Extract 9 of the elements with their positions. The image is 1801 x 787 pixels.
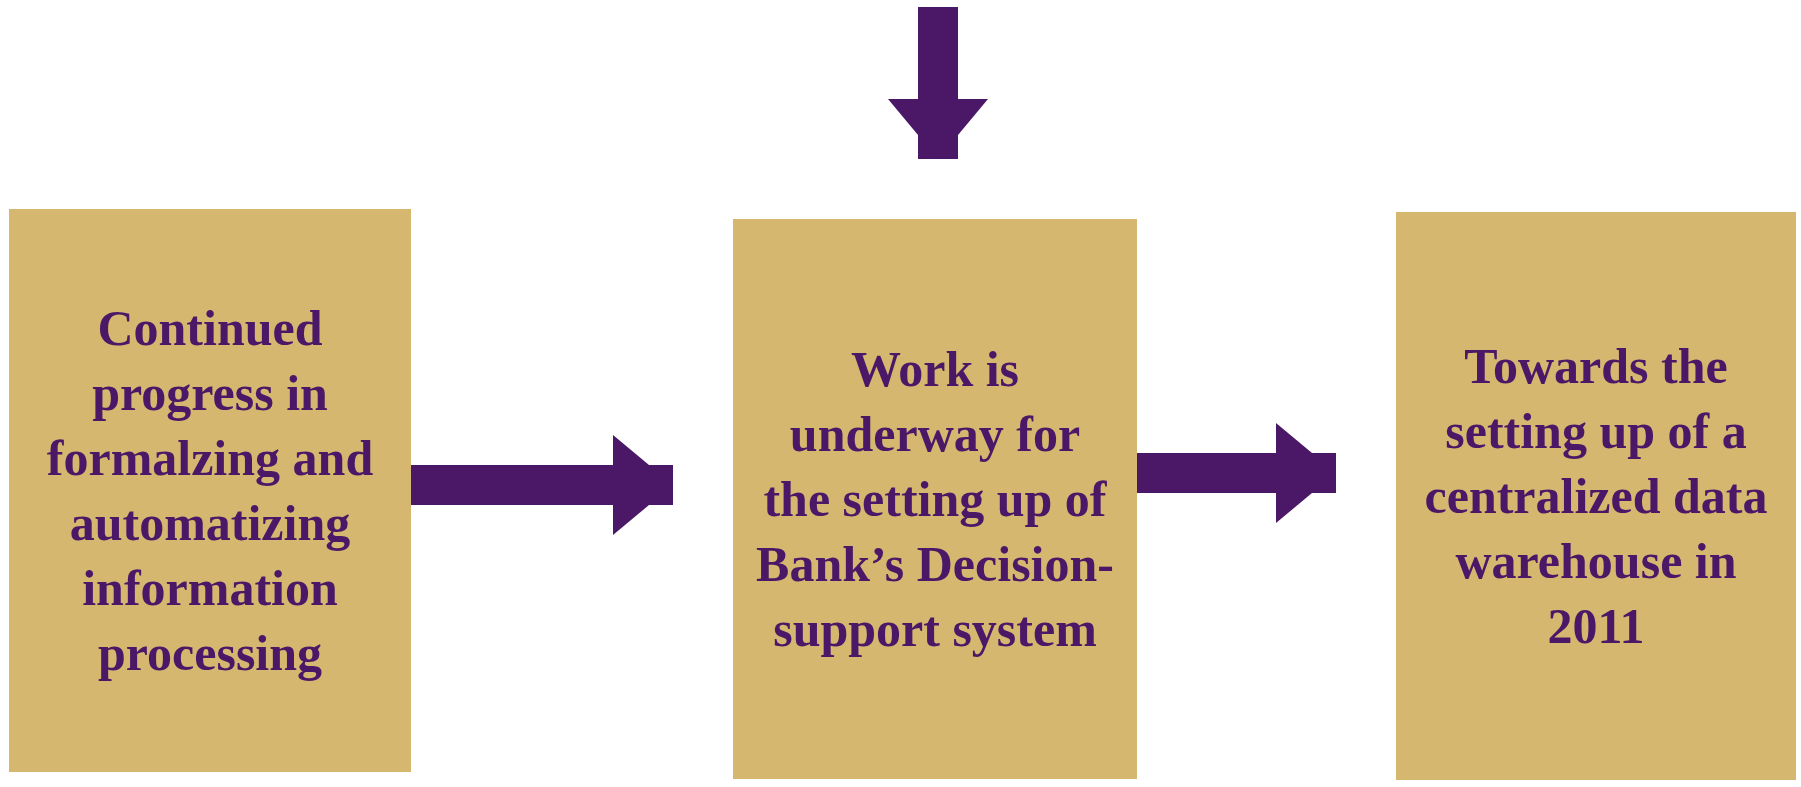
process-box <box>733 219 1137 779</box>
arrow <box>1137 423 1336 523</box>
process-box <box>9 209 411 772</box>
arrow <box>411 435 673 535</box>
box-text: Work is underway for the setting up of Bank’s Decision-support system <box>755 339 1115 659</box>
arrow <box>888 7 988 159</box>
box-text: Continued progress in formalzing and automatizing information processing <box>45 298 375 683</box>
box-text: Towards the setting up of a centralized data warehouse in 2011 <box>1423 336 1769 656</box>
process-box <box>1396 212 1796 780</box>
